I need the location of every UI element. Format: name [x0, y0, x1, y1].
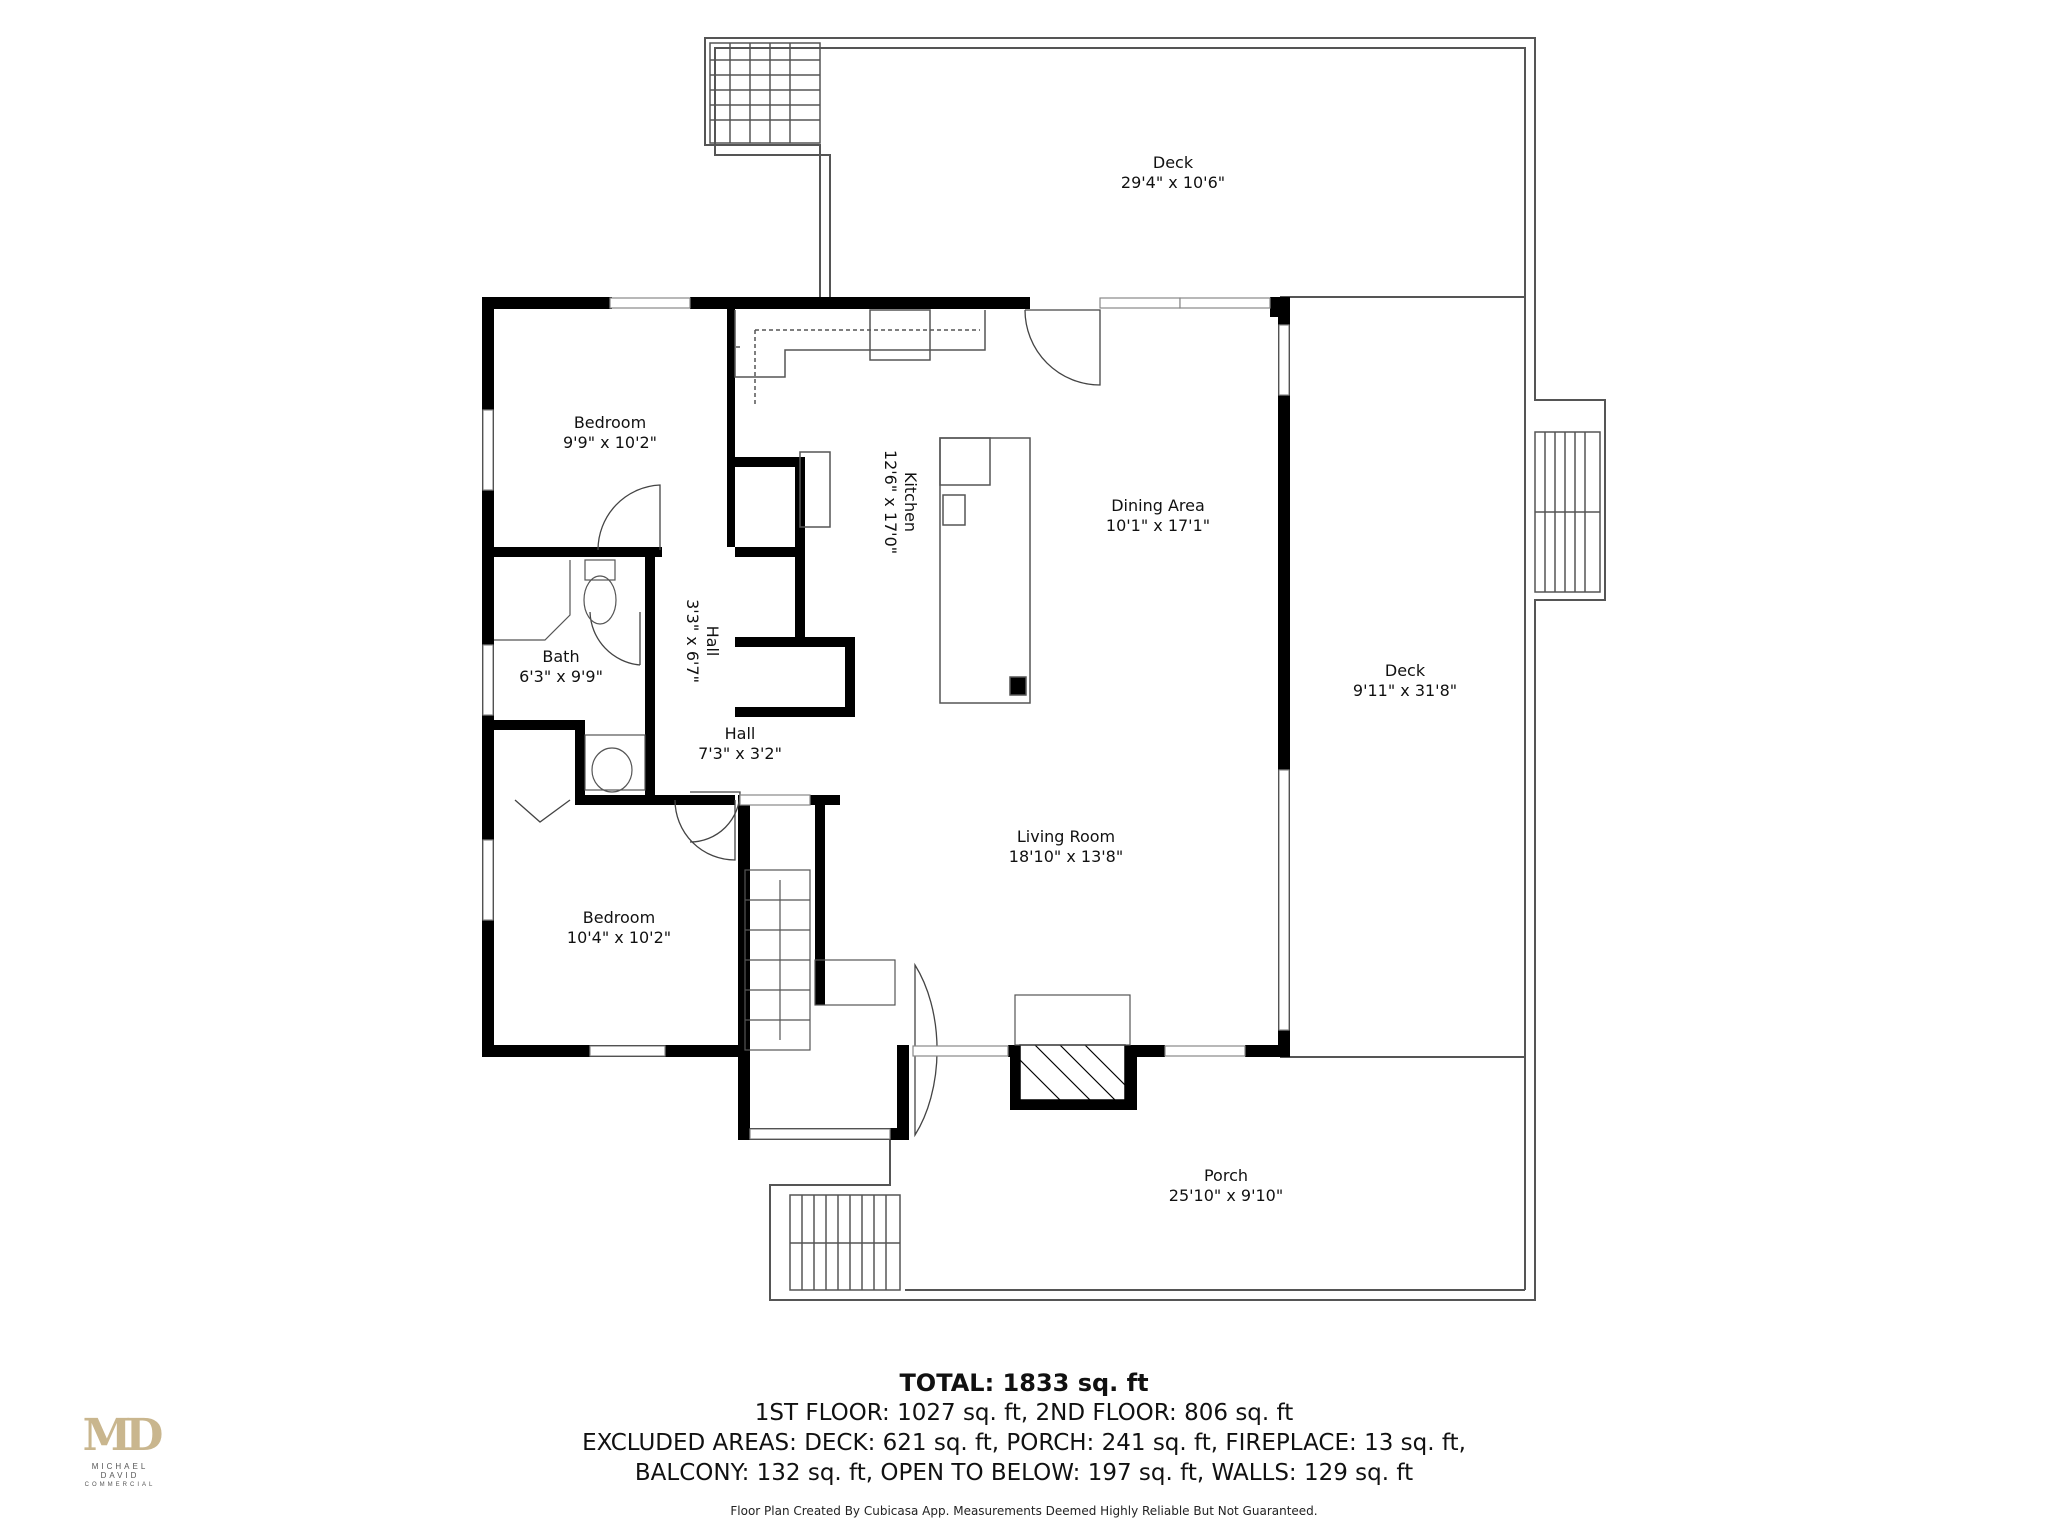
interior-stairs — [744, 869, 896, 1051]
room-hall-vertical: Hall 3'3" x 6'7" — [682, 599, 722, 683]
windows — [482, 297, 1290, 1140]
floor-areas: 1ST FLOOR: 1027 sq. ft, 2ND FLOOR: 806 s… — [754, 1400, 1294, 1426]
room-hall: Hall 7'3" x 3'2" — [698, 724, 782, 764]
room-living-room: Living Room 18'10" x 13'8" — [1009, 827, 1123, 867]
room-dining-area: Dining Area 10'1" x 17'1" — [1106, 496, 1210, 536]
logo-subtitle: COMMERCIAL — [84, 1482, 156, 1488]
room-name: Bedroom — [582, 908, 656, 927]
room-bedroom-bottom: Bedroom 10'4" x 10'2" — [567, 908, 671, 948]
room-dims: 9'11" x 31'8" — [1352, 681, 1458, 700]
excluded-areas-line2: BALCONY: 132 sq. ft, OPEN TO BELOW: 197 … — [634, 1460, 1414, 1486]
room-name: Deck — [1384, 661, 1426, 680]
room-name: Hall — [724, 724, 756, 743]
room-name: Porch — [1203, 1166, 1249, 1185]
room-name: Living Room — [1016, 827, 1116, 846]
fireplace — [1014, 994, 1131, 1101]
stairs-top — [709, 42, 821, 144]
room-dims: 18'10" x 13'8" — [1008, 847, 1124, 866]
room-dims: 6'3" x 9'9" — [519, 667, 603, 686]
room-kitchen: Kitchen 12'6" x 17'0" — [880, 450, 920, 554]
total-area: TOTAL: 1833 sq. ft — [899, 1369, 1149, 1397]
room-dims: 29'4" x 10'6" — [1120, 173, 1226, 192]
room-name: Bedroom — [573, 413, 647, 432]
room-dims: 12'6" x 17'0" — [881, 449, 900, 555]
logo-name: MICHAEL DAVID — [91, 1462, 149, 1480]
room-porch: Porch 25'10" x 9'10" — [1169, 1166, 1283, 1206]
disclaimer: Floor Plan Created By Cubicasa App. Meas… — [730, 1504, 1318, 1518]
room-deck-top: Deck 29'4" x 10'6" — [1121, 153, 1225, 193]
exterior-outlines — [704, 37, 1606, 1301]
room-name: Hall — [703, 625, 722, 657]
room-bath: Bath 6'3" x 9'9" — [519, 647, 603, 687]
stairs-right — [1534, 431, 1601, 593]
room-name: Kitchen — [901, 471, 920, 533]
bath-fixtures — [494, 559, 646, 793]
area-summary: TOTAL: 1833 sq. ft 1ST FLOOR: 1027 sq. f… — [0, 1368, 2048, 1488]
excluded-areas-line1: EXCLUDED AREAS: DECK: 621 sq. ft, PORCH:… — [582, 1430, 1466, 1456]
room-bedroom-top: Bedroom 9'9" x 10'2" — [563, 413, 657, 453]
stairs-bottom — [789, 1194, 901, 1291]
room-dims: 10'4" x 10'2" — [566, 928, 672, 947]
room-dims: 25'10" x 9'10" — [1168, 1186, 1284, 1205]
room-dims: 3'3" x 6'7" — [683, 599, 702, 683]
room-deck-right: Deck 9'11" x 31'8" — [1353, 661, 1457, 701]
room-dims: 7'3" x 3'2" — [698, 744, 782, 763]
logo-mark: MD — [82, 1410, 164, 1461]
kitchen-fixtures — [734, 309, 1031, 704]
room-name: Bath — [542, 647, 580, 666]
company-logo: MD MICHAEL DAVID COMMERCIAL — [70, 1410, 170, 1489]
room-dims: 9'9" x 10'2" — [562, 433, 658, 452]
room-dims: 10'1" x 17'1" — [1105, 516, 1211, 535]
room-name: Deck — [1152, 153, 1194, 172]
room-name: Dining Area — [1111, 496, 1205, 515]
